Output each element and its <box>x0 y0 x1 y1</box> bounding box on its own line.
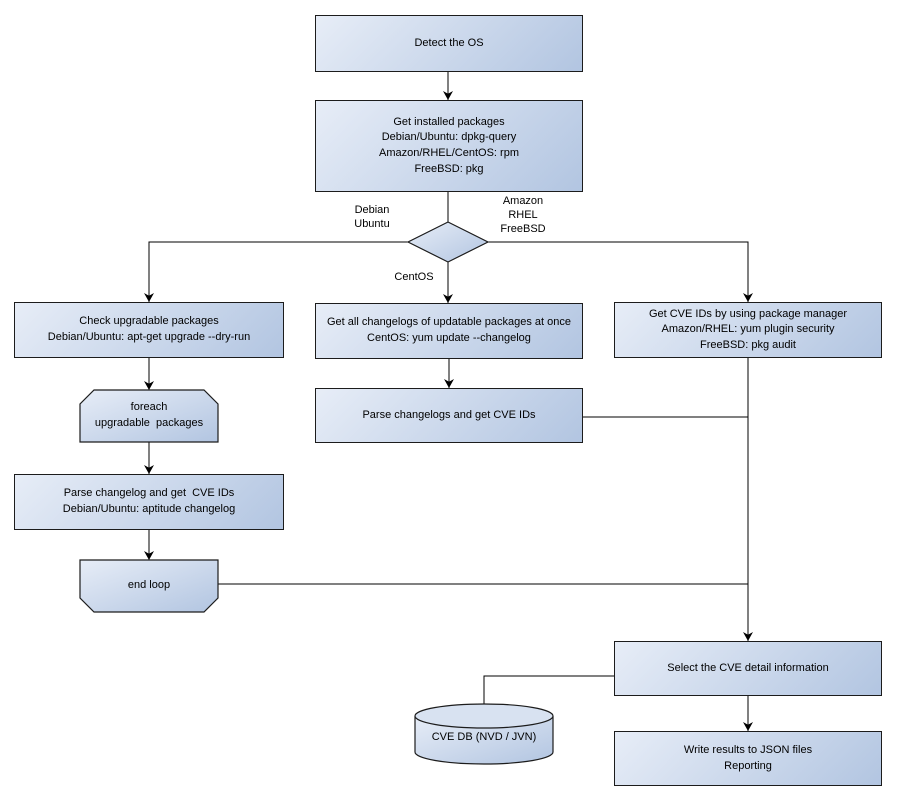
node-label: Get CVE IDs by using package manager Ama… <box>648 307 848 351</box>
node-get-installed-packages: Get installed packages Debian/Ubuntu: dp… <box>315 100 583 192</box>
node-label: Select the CVE detail information <box>667 661 829 674</box>
node-label: Get installed packages Debian/Ubuntu: dp… <box>379 115 519 175</box>
node-label: Detect the OS <box>414 36 484 49</box>
node-get-cve-ids-pkg-manager: Get CVE IDs by using package manager Ama… <box>614 302 882 358</box>
node-get-all-changelogs: Get all changelogs of updatable packages… <box>315 303 583 359</box>
os-decision-diamond <box>406 221 490 263</box>
cylinder-body <box>414 716 554 765</box>
edge-decision-to-check-upgradable <box>144 241 408 302</box>
node-detect-os: Detect the OS <box>315 15 583 72</box>
end-loop-shape <box>79 559 219 613</box>
node-write-results: Write results to JSON files Reporting <box>614 731 882 786</box>
node-label: Check upgradable packages Debian/Ubuntu:… <box>47 315 251 343</box>
edge-label-amazon-rhel-freebsd: Amazon RHEL FreeBSD <box>500 195 546 235</box>
node-label: Parse changelog and get CVE IDs Debian/U… <box>62 487 236 515</box>
node-select-cve-detail: Select the CVE detail information <box>614 641 882 696</box>
cve-db-cylinder <box>414 703 554 765</box>
node-check-upgradable-packages: Check upgradable packages Debian/Ubuntu:… <box>14 302 284 358</box>
node-parse-changelogs-mid: Parse changelogs and get CVE IDs <box>315 388 583 443</box>
node-parse-changelog-left: Parse changelog and get CVE IDs Debian/U… <box>14 474 284 530</box>
foreach-loop-shape <box>79 389 219 443</box>
edge-label-centos: CentOS <box>394 271 434 283</box>
edge-select-to-cve-db <box>483 675 614 704</box>
node-label: Get all changelogs of updatable packages… <box>326 316 571 344</box>
node-label: Write results to JSON files Reporting <box>683 743 813 772</box>
edge-label-debian-ubuntu: Debian Ubuntu <box>354 204 390 230</box>
edge-decision-to-pkg-manager <box>488 241 753 302</box>
node-label: Parse changelogs and get CVE IDs <box>362 408 536 421</box>
cylinder-top <box>414 703 554 729</box>
